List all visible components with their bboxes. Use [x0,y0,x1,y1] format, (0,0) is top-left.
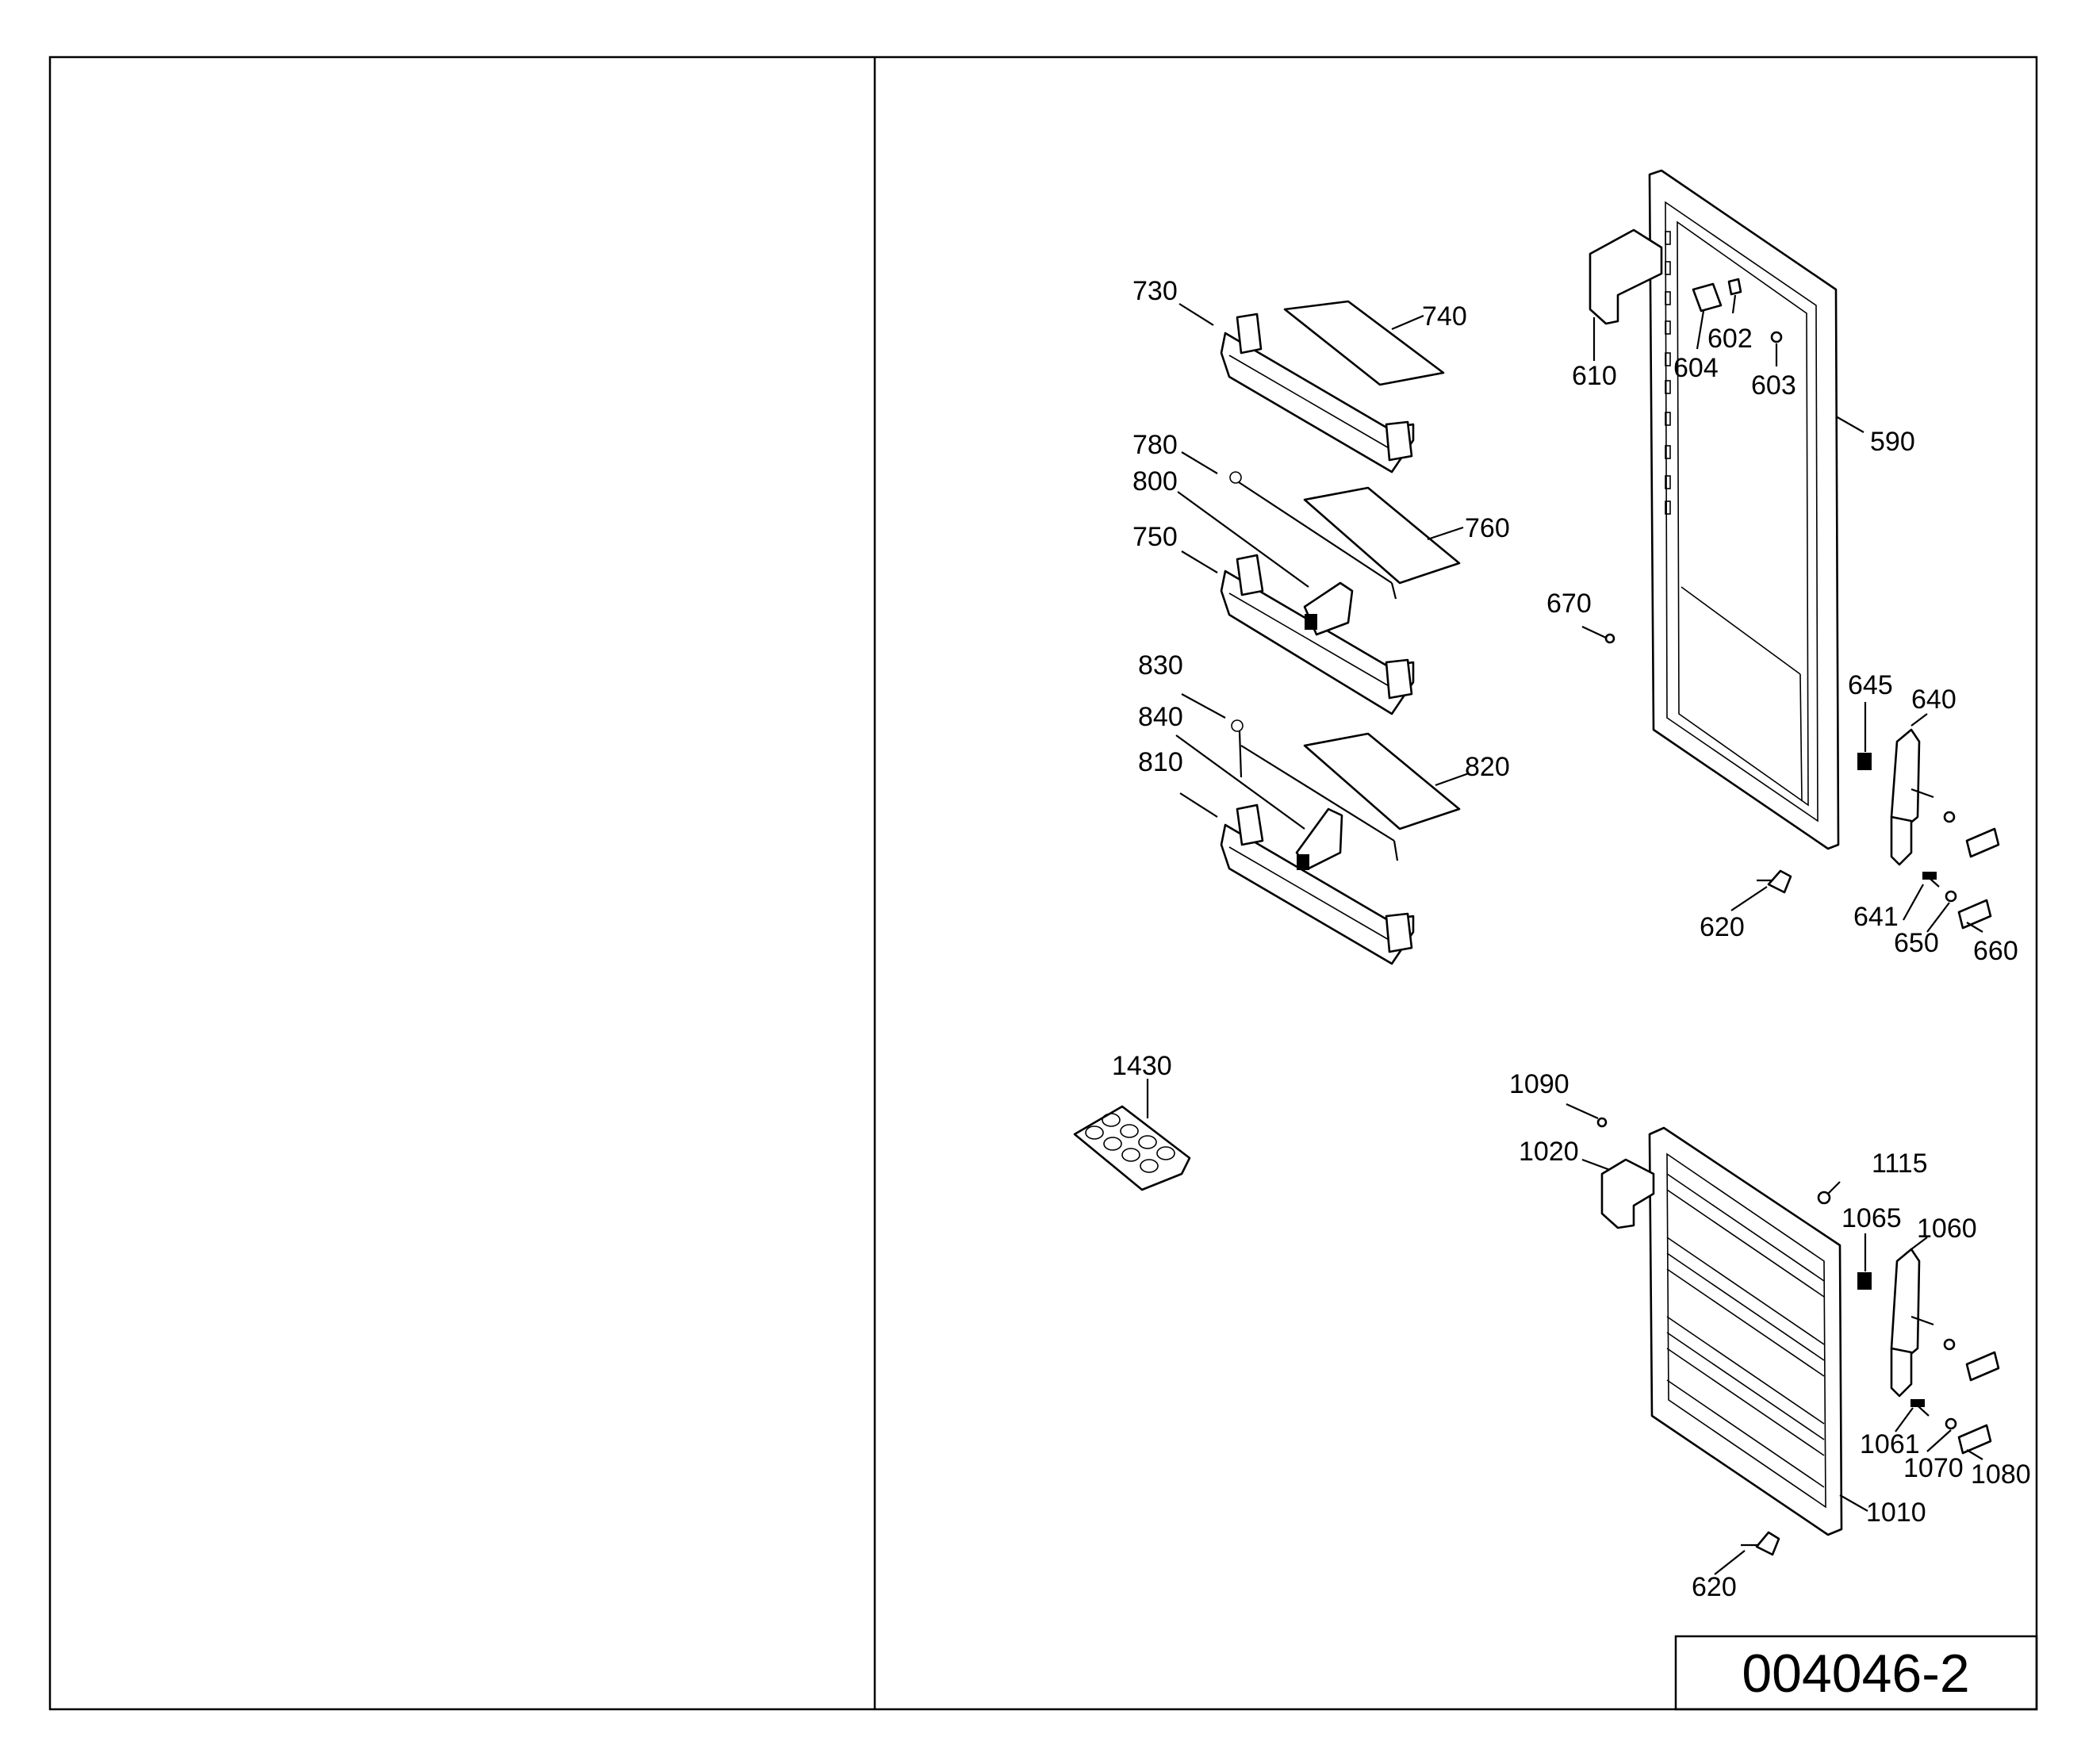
label-750: 750 [1132,522,1178,552]
shelf-insert-760 [1303,486,1461,585]
screw-650 [1943,811,1957,903]
label-602: 602 [1707,324,1753,354]
hinge-pin-641 [1910,788,1940,888]
hinge-1060 [1890,1248,1921,1398]
freezer-door-1010 [1648,1126,1843,1536]
screw-1070 [1943,1338,1957,1430]
door-shelf-810 [1220,803,1415,965]
label-820: 820 [1465,752,1510,782]
sheet-frame [48,56,2038,1711]
label-660: 660 [1973,936,2018,966]
retaining-rod-830 [1231,719,1399,861]
door-handle-1020 [1600,1158,1655,1229]
label-640: 640 [1911,685,1956,715]
label-670: 670 [1546,589,1592,619]
label-603: 603 [1751,370,1796,401]
label-645: 645 [1848,670,1893,700]
shelf-insert-740 [1283,300,1445,386]
leader-lines [1146,294,1983,1575]
label-1010: 1010 [1866,1497,1926,1528]
bushing-1065 [1857,1272,1872,1290]
label-1430: 1430 [1112,1051,1172,1081]
door-shelf-750 [1220,554,1415,715]
egg-tray-1430 [1073,1105,1191,1191]
hinge-640 [1890,728,1921,866]
label-1080: 1080 [1971,1459,2031,1490]
cap-1115 [1817,1191,1831,1205]
label-620-upper: 620 [1700,912,1745,942]
label-800: 800 [1132,466,1178,497]
label-1065: 1065 [1841,1203,1902,1233]
bottle-holder-800 [1303,581,1354,636]
label-780: 780 [1132,430,1178,460]
door-stop-620-upper [1757,869,1792,894]
label-650: 650 [1894,928,1939,958]
drawing-number: 004046-2 [1742,1643,1969,1704]
fridge-door-590 [1648,169,1840,850]
label-641: 641 [1853,902,1899,932]
label-590: 590 [1870,427,1915,457]
label-1115: 1115 [1872,1149,1928,1179]
screw-603 [1770,331,1783,343]
label-740: 740 [1422,301,1467,332]
cap-602 [1727,278,1742,296]
label-1090: 1090 [1509,1069,1569,1099]
door-stop-620-lower [1741,1531,1780,1556]
hinge-cover-604 [1692,282,1723,313]
label-620-lower: 620 [1692,1572,1737,1602]
drawing-number-box [1674,1635,2038,1711]
label-830: 830 [1138,650,1183,681]
bushing-645 [1857,753,1872,770]
bottle-holder-840 [1295,807,1343,870]
label-1070: 1070 [1903,1453,1964,1483]
label-604: 604 [1673,353,1719,383]
callout-labels: 730 740 780 800 750 760 830 840 810 820 … [1112,276,2031,1602]
hinge-cover-1080 [1957,1351,2000,1455]
label-760: 760 [1465,513,1510,543]
label-1061: 1061 [1860,1429,1920,1459]
label-810: 810 [1138,747,1183,777]
label-840: 840 [1138,702,1183,732]
label-1020: 1020 [1519,1137,1579,1167]
screw-1090 [1596,1117,1608,1128]
retaining-rod-780 [1229,471,1397,600]
hinge-pin-1061 [1910,1315,1934,1417]
hinge-cover-660 [1957,827,2000,930]
door-handle-610 [1589,228,1663,325]
plug-670 [1604,633,1615,644]
label-1060: 1060 [1917,1214,1977,1244]
label-610: 610 [1572,361,1617,391]
shelf-insert-820 [1303,732,1461,830]
door-shelf-730 [1220,313,1415,474]
label-730: 730 [1132,276,1178,306]
